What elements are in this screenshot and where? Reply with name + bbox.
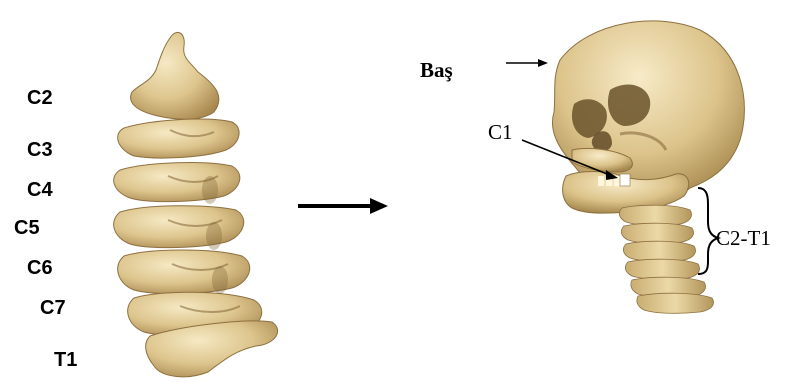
vertebra-c5 xyxy=(114,206,244,248)
vertebra-c3 xyxy=(118,119,239,158)
cervical-spine-illustration xyxy=(114,32,278,376)
arrow-right-icon xyxy=(298,198,388,214)
label-c3: C3 xyxy=(27,140,53,160)
head-pointer-arrow-icon xyxy=(506,59,548,67)
label-c1: C1 xyxy=(488,122,513,143)
label-head: Baş xyxy=(420,60,453,81)
vertebra-c4 xyxy=(114,163,240,202)
label-c2-t1: C2-T1 xyxy=(716,228,771,249)
vertebra-c2 xyxy=(131,32,219,119)
label-c4: C4 xyxy=(27,180,53,200)
label-t1: T1 xyxy=(54,350,77,370)
neck-vertebrae-illustration xyxy=(619,205,713,313)
brace-icon xyxy=(698,188,718,274)
label-c7: C7 xyxy=(40,298,66,318)
vertebra-c6 xyxy=(118,250,250,294)
label-c2: C2 xyxy=(27,88,53,108)
skull-illustration xyxy=(552,21,744,213)
label-c6: C6 xyxy=(27,258,53,278)
label-c5: C5 xyxy=(14,218,40,238)
